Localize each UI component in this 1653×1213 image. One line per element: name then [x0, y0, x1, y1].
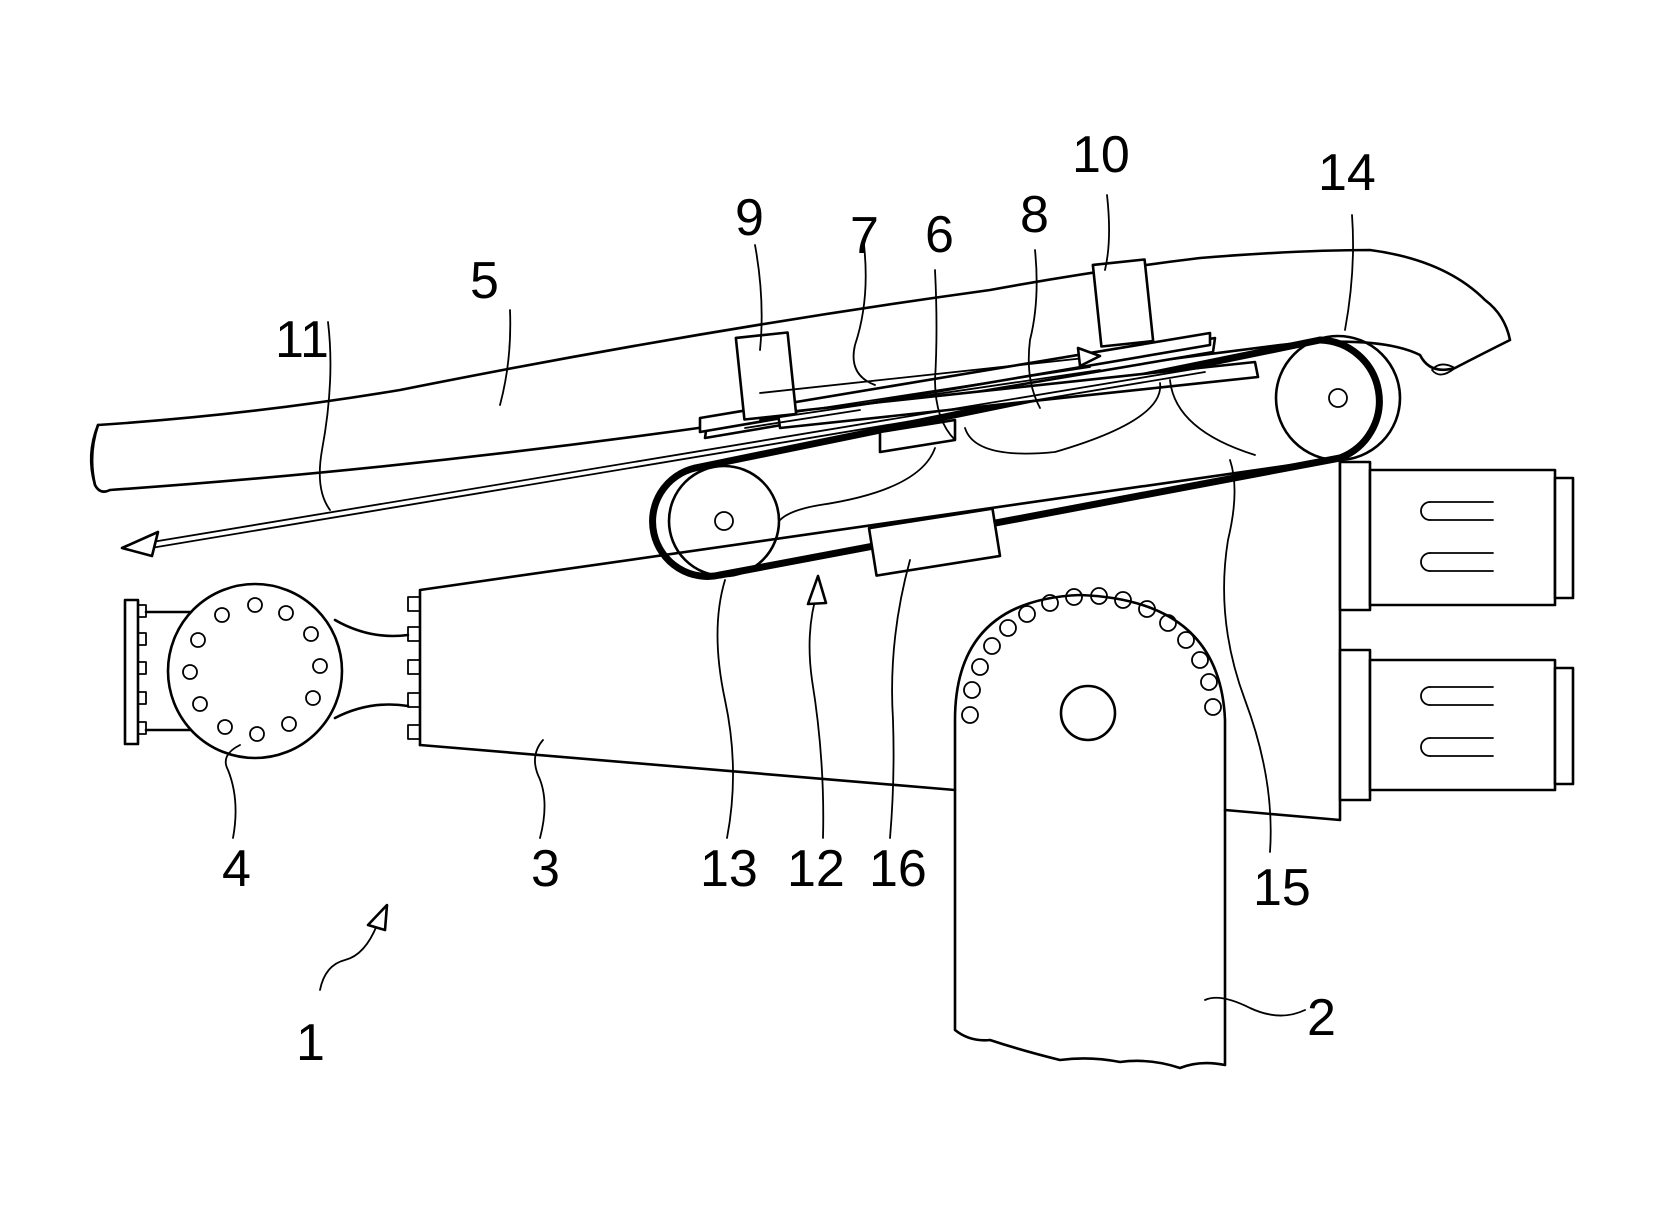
ref-15: 15: [1253, 859, 1311, 917]
ref-9: 9: [735, 189, 764, 247]
ref-14: 14: [1318, 144, 1376, 202]
ref-7: 7: [850, 207, 879, 265]
ref-13: 13: [700, 840, 758, 898]
rotor-blade: [91, 250, 1510, 492]
ref-4: 4: [222, 840, 251, 898]
ref-3: 3: [531, 840, 560, 898]
ref-11: 11: [275, 311, 329, 369]
ref-1: 1: [296, 1014, 325, 1072]
ref-6: 6: [925, 206, 954, 264]
tower: [955, 588, 1225, 1068]
ref-12: 12: [787, 840, 845, 898]
generator-housings: [1340, 462, 1573, 800]
ref-16: 16: [869, 840, 927, 898]
ref-10: 10: [1072, 126, 1130, 184]
ref-2: 2: [1307, 989, 1336, 1047]
hub: [125, 584, 408, 758]
ref-8: 8: [1020, 186, 1049, 244]
ref-5: 5: [470, 252, 499, 310]
control-unit: [869, 509, 1000, 576]
